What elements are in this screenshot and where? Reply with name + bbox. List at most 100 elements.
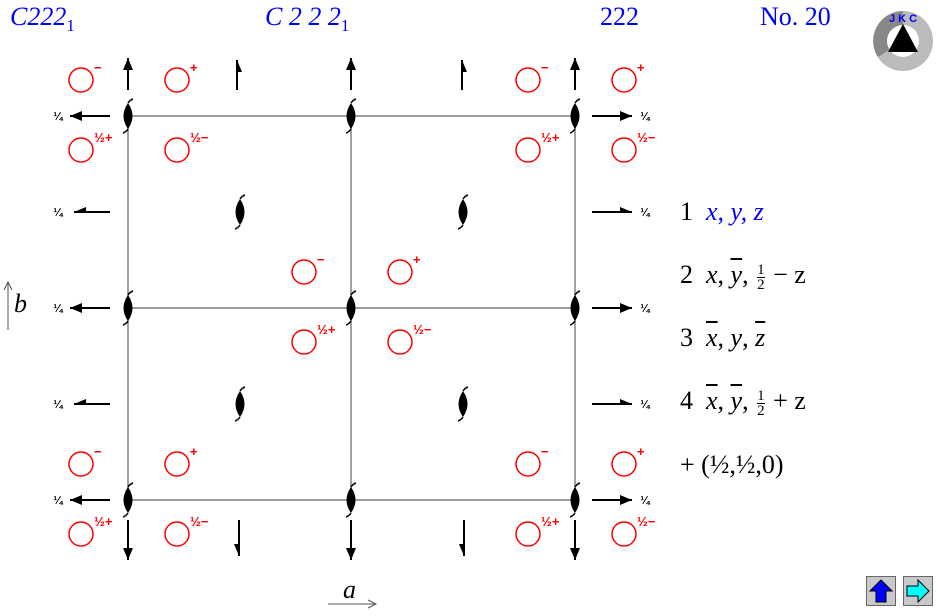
screw-axis-half-arrow-head [237, 60, 242, 72]
twofold-screw-axis-symbol [458, 391, 468, 417]
twofold-screw-axis-tail [122, 482, 134, 518]
twofold-screw-axis-symbol [570, 295, 580, 321]
equivalent-position-circle [515, 451, 541, 477]
twofold-screw-axis-symbol [570, 487, 580, 513]
axis-b-arrow [3, 280, 13, 330]
equivalent-position-circle [387, 329, 413, 355]
equivalent-position-circle [68, 451, 94, 477]
equivalent-position-circle [68, 137, 94, 163]
twofold-screw-axis-symbol [123, 487, 133, 513]
twofold-screw-axis-tail [345, 98, 357, 134]
quarter-height-label: ¼ [640, 111, 650, 123]
rotation-axis-half-arrow-head [74, 207, 86, 212]
twofold-screw-axis-tail [457, 386, 469, 422]
height-label: + [190, 444, 198, 459]
height-label: ½− [637, 130, 656, 145]
operation-1: 1 x, y, z [680, 197, 764, 226]
height-label: ½+ [94, 514, 113, 529]
equivalent-position-circle [164, 521, 190, 547]
equivalent-position-circle [515, 137, 541, 163]
twofold-screw-axis-symbol [123, 295, 133, 321]
twofold-screw-axis-tail [569, 482, 581, 518]
quarter-height-label: ¼ [640, 495, 650, 507]
svg-text:J K C: J K C [889, 13, 917, 25]
quarter-height-label: ¼ [53, 495, 63, 507]
full-symbol: C 2 2 21 [265, 2, 350, 35]
rotation-axis-half-arrow-head [74, 399, 86, 404]
equivalent-position-circle [291, 259, 317, 285]
twofold-screw-axis-tail [122, 98, 134, 134]
rotation-axis-arrow-head [70, 495, 82, 505]
height-label: ½− [413, 322, 432, 337]
up-button[interactable] [866, 576, 896, 606]
equivalent-position-circle [611, 137, 637, 163]
short-symbol: C2221 [10, 2, 75, 35]
twofold-screw-axis-symbol [346, 295, 356, 321]
equivalent-position-circle [611, 451, 637, 477]
twofold-screw-axis-symbol [235, 199, 245, 225]
twofold-screw-axis-symbol [458, 199, 468, 225]
axis-a-label: a [343, 575, 356, 604]
equivalent-position-circle [515, 67, 541, 93]
height-label: − [94, 444, 102, 459]
screw-axis-arrow-head [123, 548, 133, 560]
quarter-height-label: ¼ [53, 207, 63, 219]
right-arrow-icon [906, 578, 930, 604]
height-label: − [541, 444, 549, 459]
twofold-screw-axis-tail [569, 98, 581, 134]
rotation-axis-arrow-head [70, 303, 82, 313]
axis-a-arrow [328, 599, 378, 609]
centering-translation: + (½,½,0) [680, 450, 784, 479]
equivalent-position-circle [611, 521, 637, 547]
rotation-axis-half-arrow-head [620, 207, 632, 212]
point-group: 222 [600, 2, 639, 31]
screw-axis-half-arrow-head [462, 60, 467, 72]
rotation-axis-half-arrow-head [620, 399, 632, 404]
height-label: + [637, 444, 645, 459]
height-label: ½+ [541, 130, 560, 145]
height-label: ½+ [541, 514, 560, 529]
axis-b-label: b [14, 289, 27, 318]
quarter-height-label: ¼ [53, 399, 63, 411]
quarter-height-label: ¼ [640, 303, 650, 315]
operation-3: 3 x, y, z [680, 323, 766, 352]
twofold-screw-axis-tail [234, 386, 246, 422]
screw-axis-arrow-head [570, 58, 580, 70]
height-label: − [317, 252, 325, 267]
equivalent-position-circle [68, 521, 94, 547]
twofold-screw-axis-tail [345, 482, 357, 518]
twofold-screw-axis-symbol [123, 103, 133, 129]
quarter-height-label: ¼ [640, 399, 650, 411]
rotation-axis-arrow-head [620, 111, 632, 121]
height-label: ½− [190, 130, 209, 145]
equivalent-position-circle [387, 259, 413, 285]
twofold-screw-axis-tail [234, 194, 246, 230]
twofold-screw-axis-symbol [346, 103, 356, 129]
height-label: ½− [190, 514, 209, 529]
up-arrow-icon [868, 579, 894, 603]
next-button[interactable] [903, 576, 933, 606]
equivalent-position-circle [515, 521, 541, 547]
screw-axis-arrow-head [570, 548, 580, 560]
quarter-height-label: ¼ [53, 111, 63, 123]
rotation-axis-arrow-head [620, 303, 632, 313]
jkc-logo[interactable]: J K C [872, 10, 934, 72]
equivalent-position-circle [164, 67, 190, 93]
full-symbol-text: C 2 2 2 [265, 2, 341, 31]
quarter-height-label: ¼ [53, 303, 63, 315]
twofold-screw-axis-tail [569, 290, 581, 326]
twofold-screw-axis-symbol [346, 487, 356, 513]
equivalent-position-circle [164, 451, 190, 477]
height-label: + [190, 60, 198, 75]
twofold-screw-axis-tail [345, 290, 357, 326]
screw-axis-half-arrow-head [459, 544, 464, 556]
screw-axis-half-arrow-head [234, 544, 239, 556]
height-label: − [541, 60, 549, 75]
quarter-height-label: ¼ [640, 207, 650, 219]
space-group-number: No. 20 [760, 2, 831, 31]
twofold-screw-axis-tail [122, 290, 134, 326]
screw-axis-arrow-head [346, 58, 356, 70]
twofold-screw-axis-tail [457, 194, 469, 230]
